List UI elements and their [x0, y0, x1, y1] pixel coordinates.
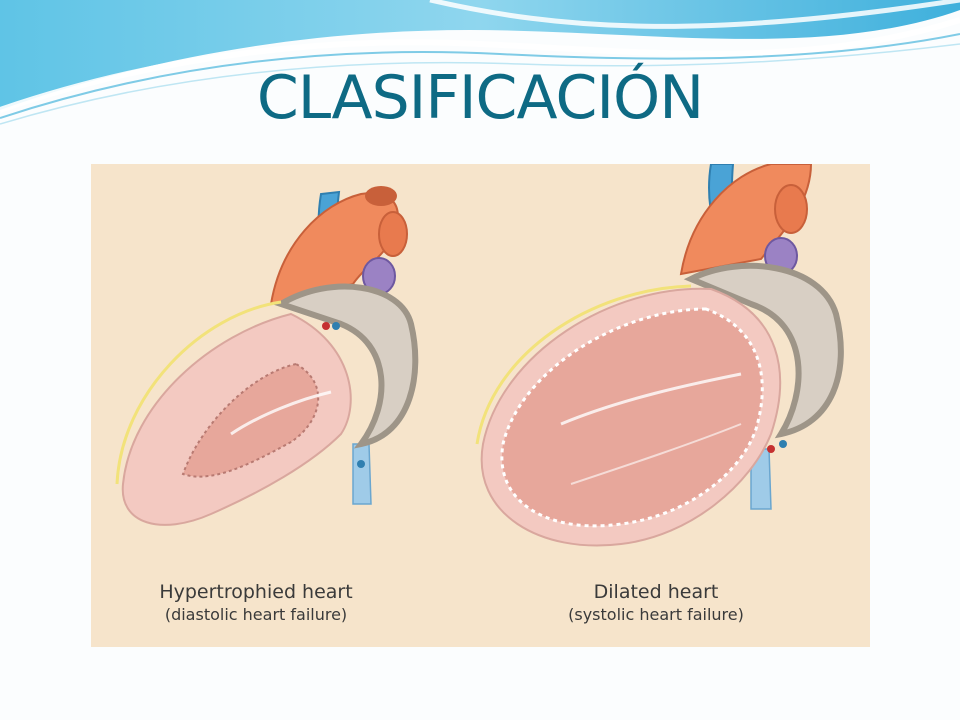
heart-illustrations	[115, 164, 844, 547]
hypertrophied-heart-label: Hypertrophied heart	[159, 581, 353, 603]
hypertrophied-heart-caption: Hypertrophied heart (diastolic heart fai…	[131, 580, 381, 626]
hypertrophied-heart-illustration	[115, 186, 419, 526]
slide-title: CLASIFICACIÓN	[256, 63, 704, 133]
diastolic-failure-label: (diastolic heart failure)	[164, 605, 348, 624]
systolic-failure-label: (systolic heart failure)	[568, 605, 744, 624]
header-wave-decoration	[0, 0, 960, 125]
heart-comparison-figure: Hypertrophied heart (diastolic heart fai…	[91, 164, 870, 647]
dilated-heart-illustration	[475, 164, 844, 547]
dilated-heart-caption: Dilated heart (systolic heart failure)	[536, 580, 776, 626]
dilated-heart-label: Dilated heart	[593, 581, 719, 603]
